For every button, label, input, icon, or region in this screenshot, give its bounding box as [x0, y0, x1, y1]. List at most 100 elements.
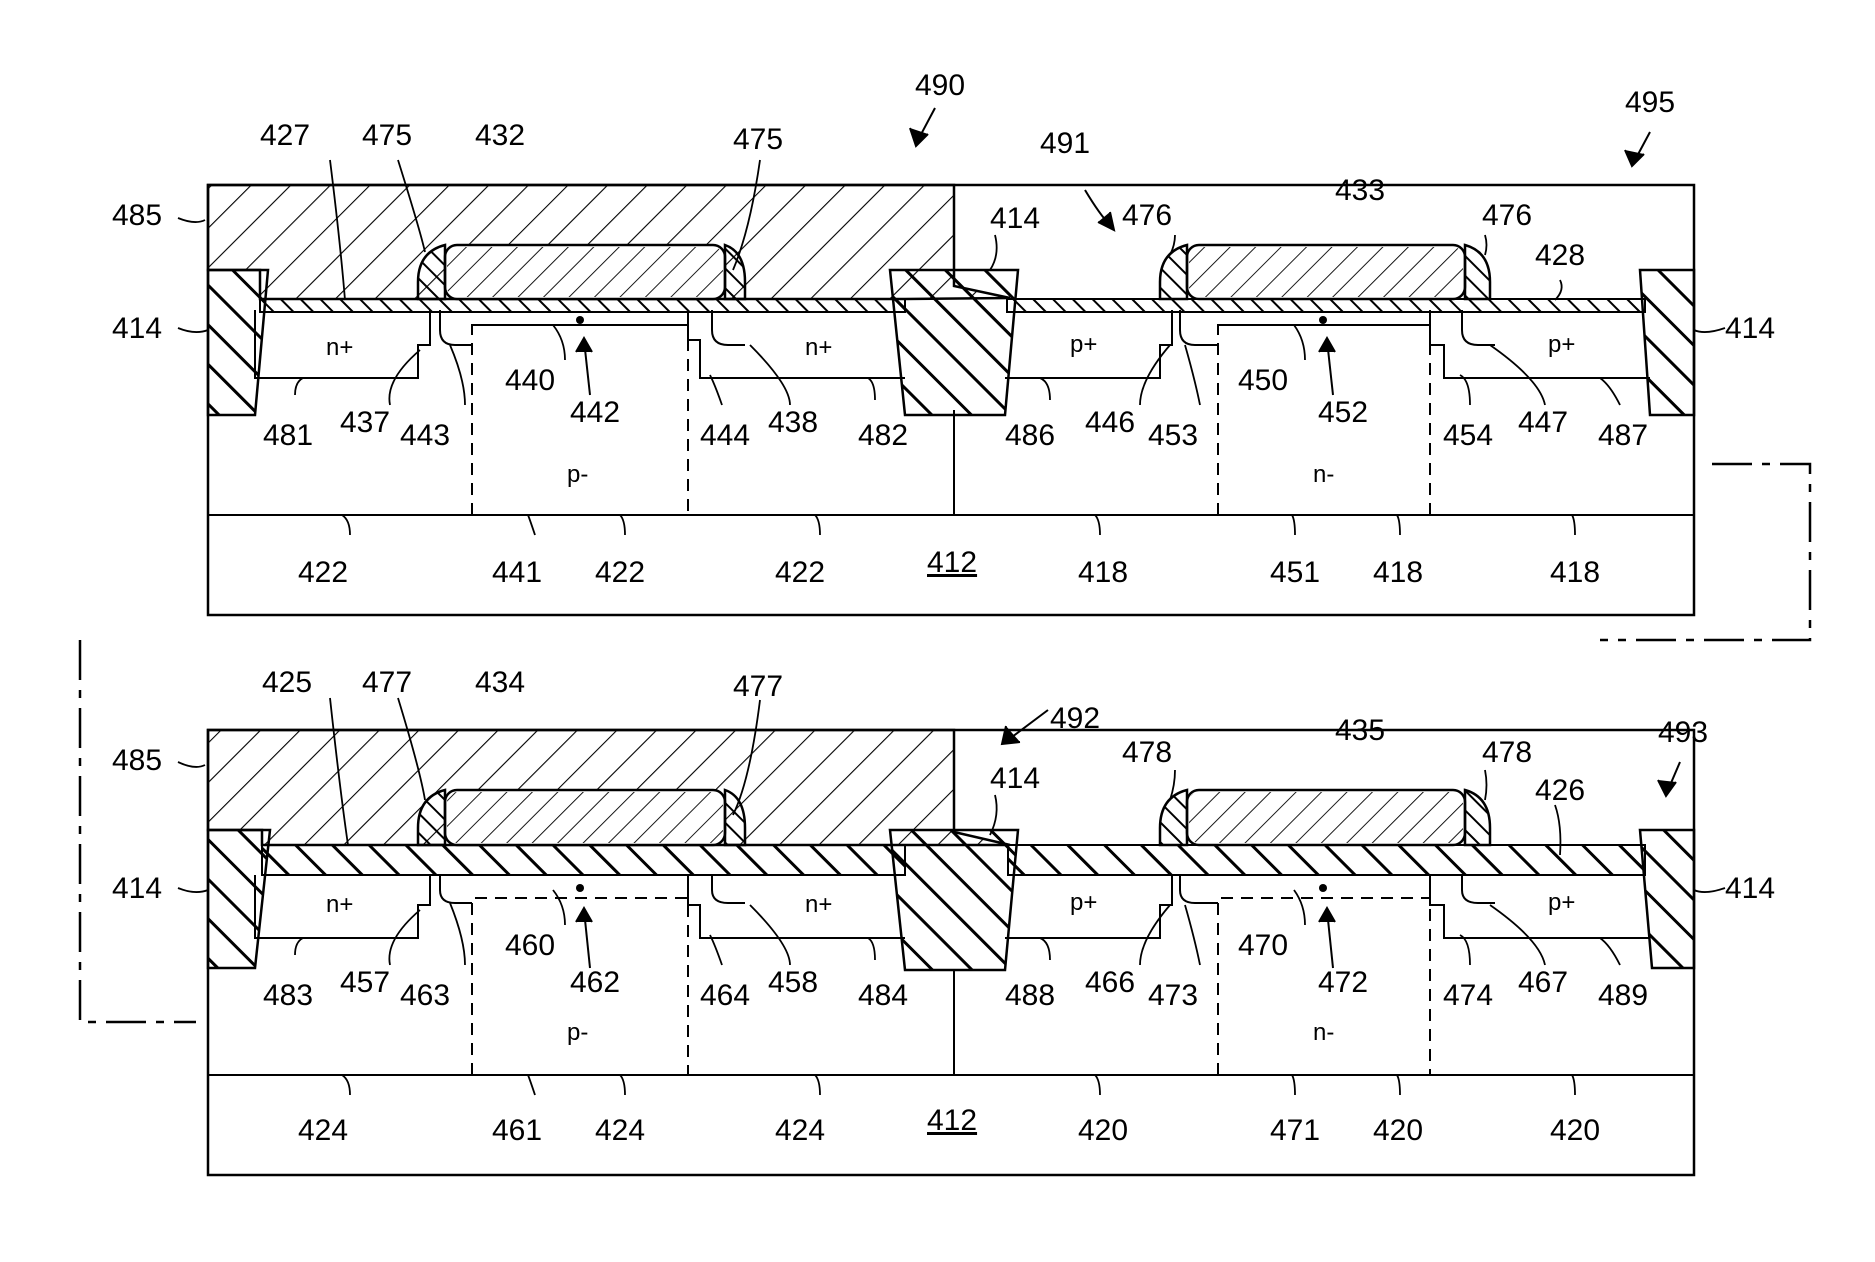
- sti-414-left-bottom: [208, 830, 270, 968]
- label-418-b: 418: [1373, 556, 1423, 589]
- gate-435-fill: [1189, 792, 1463, 843]
- doping-p-plus-489: p+: [1548, 889, 1575, 916]
- label-461: 461: [492, 1114, 542, 1147]
- label-477-left: 477: [362, 666, 412, 699]
- label-462: 462: [570, 966, 620, 999]
- label-424-c: 424: [775, 1114, 825, 1147]
- liner-428-top: [1007, 299, 1645, 312]
- label-450: 450: [1238, 364, 1288, 397]
- label-437: 437: [340, 406, 390, 439]
- sti-414-left-top: [208, 270, 268, 415]
- label-420-c: 420: [1550, 1114, 1600, 1147]
- liner-426-bottom: [1008, 845, 1645, 875]
- label-435: 435: [1335, 714, 1385, 747]
- channel-dot-442: [576, 316, 584, 324]
- label-414-mid-top: 414: [990, 202, 1040, 235]
- label-478-right: 478: [1482, 736, 1532, 769]
- gate-433-fill: [1189, 247, 1463, 297]
- label-452: 452: [1318, 396, 1368, 429]
- label-432: 432: [475, 119, 525, 152]
- label-414-left-top: 414: [112, 312, 162, 345]
- label-422-a: 422: [298, 556, 348, 589]
- bottom-device-section: 485 425 477 434 477 492 414 478 435 478 …: [112, 666, 1775, 1175]
- label-424-b: 424: [595, 1114, 645, 1147]
- label-486: 486: [1005, 419, 1055, 452]
- label-420-a: 420: [1078, 1114, 1128, 1147]
- label-491: 491: [1040, 127, 1090, 160]
- label-481: 481: [263, 419, 313, 452]
- label-475-left: 475: [362, 119, 412, 152]
- label-488: 488: [1005, 979, 1055, 1012]
- label-414-right-bottom: 414: [1725, 872, 1775, 905]
- label-443: 443: [400, 419, 450, 452]
- liner-427-top: [260, 299, 905, 312]
- doping-n-plus-484: n+: [805, 891, 832, 918]
- label-470: 470: [1238, 929, 1288, 962]
- label-485-top: 485: [112, 199, 162, 232]
- channel-dot-472: [1319, 884, 1327, 892]
- label-426: 426: [1535, 774, 1585, 807]
- label-438: 438: [768, 406, 818, 439]
- label-475-right: 475: [733, 123, 783, 156]
- label-414-left-bottom: 414: [112, 872, 162, 905]
- label-478-left: 478: [1122, 736, 1172, 769]
- label-440: 440: [505, 364, 555, 397]
- label-493: 493: [1658, 716, 1708, 749]
- label-418-c: 418: [1550, 556, 1600, 589]
- label-454: 454: [1443, 419, 1493, 452]
- label-467: 467: [1518, 966, 1568, 999]
- label-441: 441: [492, 556, 542, 589]
- doping-p-minus-441: p-: [567, 461, 588, 488]
- label-466: 466: [1085, 966, 1135, 999]
- label-490: 490: [915, 69, 965, 102]
- label-420-b: 420: [1373, 1114, 1423, 1147]
- label-460: 460: [505, 929, 555, 962]
- label-484: 484: [858, 979, 908, 1012]
- label-427: 427: [260, 119, 310, 152]
- label-464: 464: [700, 979, 750, 1012]
- label-414-mid-bottom: 414: [990, 762, 1040, 795]
- label-444: 444: [700, 419, 750, 452]
- label-495: 495: [1625, 86, 1675, 119]
- sti-414-mid-top: [890, 270, 1018, 415]
- channel-dot-462: [576, 884, 584, 892]
- sti-414-right-top: [1640, 270, 1694, 415]
- label-422-c: 422: [775, 556, 825, 589]
- label-433: 433: [1335, 174, 1385, 207]
- label-412-top: 412: [927, 546, 977, 579]
- label-434: 434: [475, 666, 525, 699]
- label-446: 446: [1085, 406, 1135, 439]
- doping-p-plus-487: p+: [1548, 331, 1575, 358]
- label-428: 428: [1535, 239, 1585, 272]
- doping-p-plus-486: p+: [1070, 331, 1097, 358]
- label-485-bottom: 485: [112, 744, 162, 777]
- label-453: 453: [1148, 419, 1198, 452]
- label-422-b: 422: [595, 556, 645, 589]
- label-457: 457: [340, 966, 390, 999]
- doping-n-minus-471: n-: [1313, 1019, 1334, 1046]
- gate-434-fill: [447, 792, 723, 843]
- top-device-section: 490 491 495 485 427 475 432 475 414 476 …: [112, 69, 1775, 615]
- label-447: 447: [1518, 406, 1568, 439]
- connector-line-right: [1600, 464, 1810, 640]
- label-473: 473: [1148, 979, 1198, 1012]
- label-412-bottom: 412: [927, 1104, 977, 1137]
- label-425: 425: [262, 666, 312, 699]
- doping-p-plus-488: p+: [1070, 889, 1097, 916]
- label-442: 442: [570, 396, 620, 429]
- doping-n-plus-482: n+: [805, 334, 832, 361]
- label-463: 463: [400, 979, 450, 1012]
- doping-p-minus-461: p-: [567, 1019, 588, 1046]
- label-424-a: 424: [298, 1114, 348, 1147]
- label-451: 451: [1270, 556, 1320, 589]
- doping-n-plus-483: n+: [326, 891, 353, 918]
- label-474: 474: [1443, 979, 1493, 1012]
- label-418-a: 418: [1078, 556, 1128, 589]
- doping-n-plus-481: n+: [326, 334, 353, 361]
- gate-432-fill: [447, 247, 723, 297]
- label-489: 489: [1598, 979, 1648, 1012]
- label-483: 483: [263, 979, 313, 1012]
- label-471: 471: [1270, 1114, 1320, 1147]
